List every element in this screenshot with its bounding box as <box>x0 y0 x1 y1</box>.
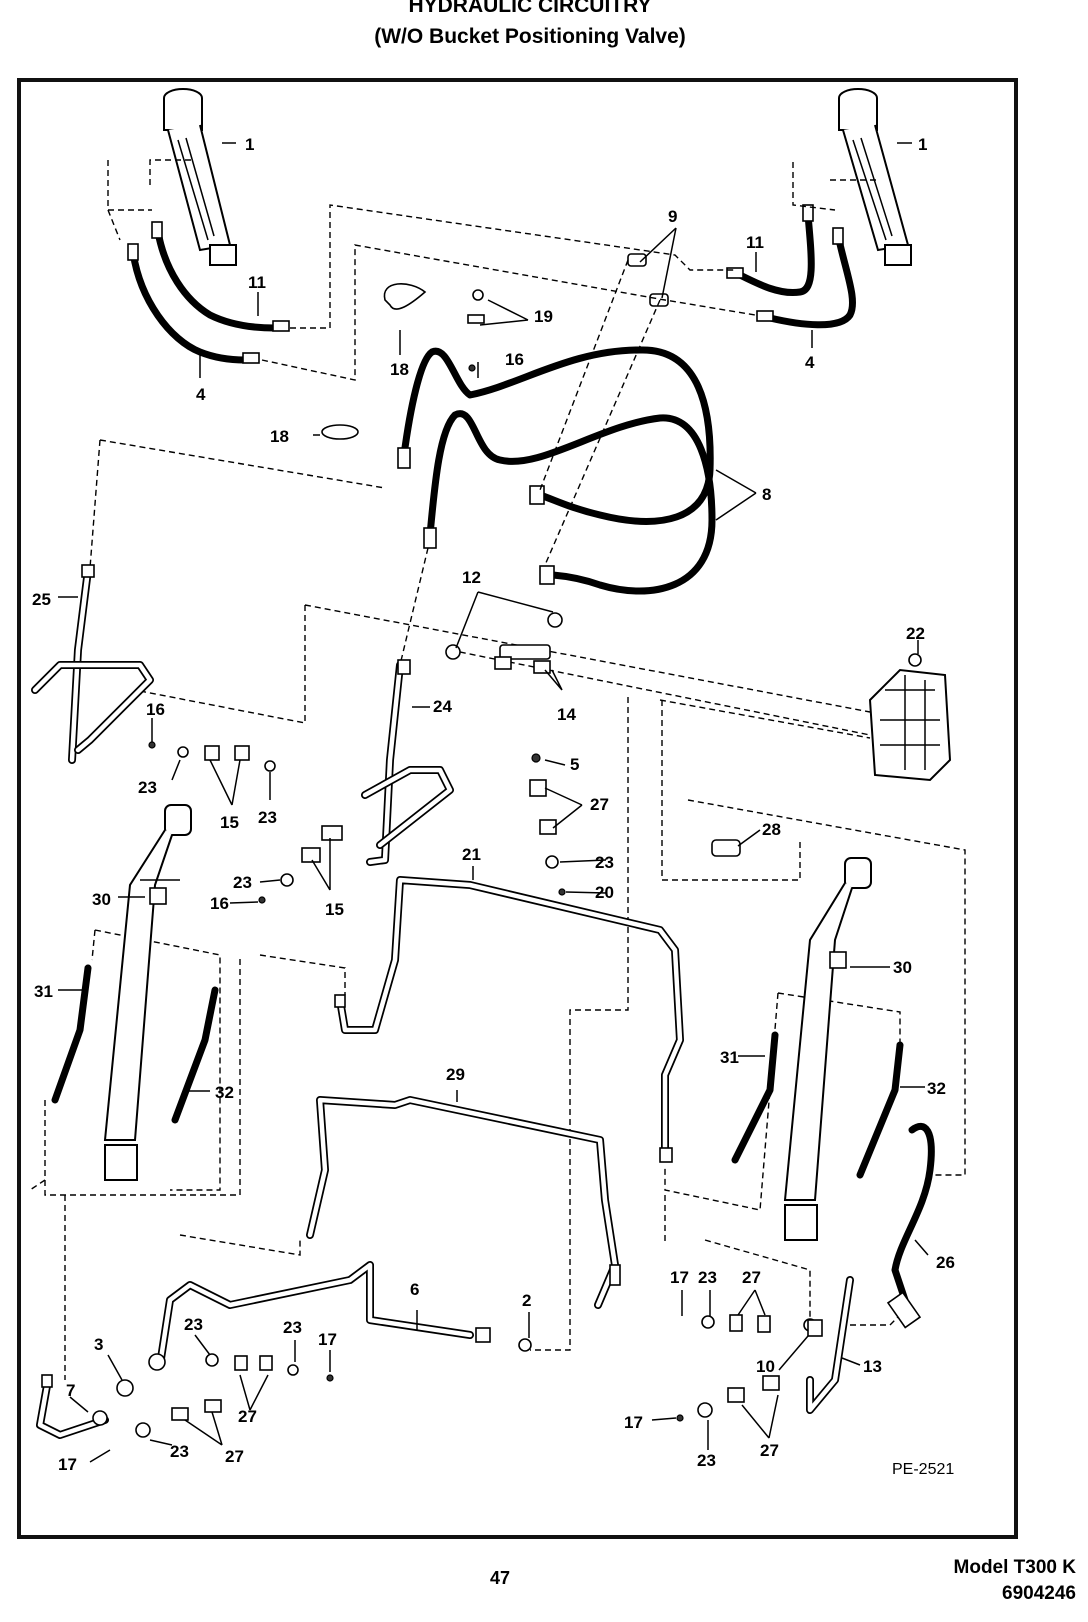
callout-30-right: 30 <box>893 958 912 977</box>
callout-2: 2 <box>522 1291 531 1310</box>
lift-cylinder-right <box>838 88 912 266</box>
callout-8: 8 <box>762 485 771 504</box>
callout-23-h: 23 <box>170 1442 189 1461</box>
callout-23-c: 23 <box>595 853 614 872</box>
callout-27-c: 27 <box>238 1407 257 1426</box>
page-number: 47 <box>490 1568 511 1588</box>
callout-11-right: 11 <box>746 233 764 252</box>
tube-29 <box>306 1096 619 1309</box>
callout-23-g: 23 <box>283 1318 302 1337</box>
callout-16-top: 16 <box>505 350 524 369</box>
callout-7: 7 <box>66 1381 75 1400</box>
callout-15-b: 15 <box>325 900 344 919</box>
callout-22: 22 <box>906 624 925 643</box>
callout-24: 24 <box>433 697 452 716</box>
callout-10: 10 <box>756 1357 775 1376</box>
small-fittings <box>41 564 922 1438</box>
control-valve <box>868 653 952 782</box>
callout-6: 6 <box>410 1280 419 1299</box>
callout-9: 9 <box>668 207 677 226</box>
callout-25: 25 <box>32 590 51 609</box>
callout-27-d: 27 <box>760 1441 779 1460</box>
callout-11-left: 11 <box>248 273 266 292</box>
callout-18-left: 18 <box>270 427 289 446</box>
callout-30-left: 30 <box>92 890 111 909</box>
hoses-top-right <box>726 204 856 329</box>
tube-6-7 <box>36 1261 474 1439</box>
tilt-cylinder-left <box>103 804 192 1181</box>
callout-28: 28 <box>762 820 781 839</box>
hoses-top-left <box>127 221 290 364</box>
callout-29: 29 <box>446 1065 465 1084</box>
callout-17-b: 17 <box>318 1330 337 1349</box>
callout-12: 12 <box>462 568 481 587</box>
callout-32-right: 32 <box>927 1079 946 1098</box>
callout-32-left: 32 <box>215 1083 234 1102</box>
figure-reference: PE-2521 <box>892 1461 954 1478</box>
model-info: Model T300 K 6904246 <box>954 1555 1076 1607</box>
tube-13 <box>806 1276 854 1414</box>
callout-14: 14 <box>557 705 576 724</box>
callout-23-d: 23 <box>233 873 252 892</box>
tube-21 <box>336 876 684 1154</box>
diagram-frame <box>17 78 1018 1539</box>
callout-16-mid: 16 <box>146 700 165 719</box>
callout-4-left: 4 <box>196 385 206 404</box>
model-serial: 6904246 <box>1002 1583 1076 1604</box>
callout-27-b: 27 <box>742 1268 761 1287</box>
callout-1-right: 1 <box>918 135 927 154</box>
callout-15-a: 15 <box>220 813 239 832</box>
callout-17-d: 17 <box>58 1455 77 1474</box>
callout-31-right: 31 <box>720 1048 739 1067</box>
callout-23-e: 23 <box>698 1268 717 1287</box>
callout-23-i: 23 <box>697 1451 716 1470</box>
callout-5: 5 <box>570 755 579 774</box>
callout-3: 3 <box>94 1335 103 1354</box>
fittings-top <box>321 253 669 440</box>
callout-19: 19 <box>534 307 553 326</box>
callout-4-right: 4 <box>805 353 815 372</box>
callout-18-top: 18 <box>390 360 409 379</box>
callout-labels: 1 1 9 11 11 19 4 16 18 4 18 8 12 25 22 2… <box>32 135 955 1478</box>
callout-17-c: 17 <box>624 1413 643 1432</box>
tube-25 <box>31 566 154 764</box>
callout-31-left: 31 <box>34 982 53 1001</box>
callout-21: 21 <box>462 845 481 864</box>
callout-17-a: 17 <box>670 1268 689 1287</box>
callout-23-f: 23 <box>184 1315 203 1334</box>
callout-23-b: 23 <box>258 808 277 827</box>
tube-24 <box>361 661 454 866</box>
lift-cylinder-left <box>163 88 237 266</box>
callout-16-b: 16 <box>210 894 229 913</box>
callout-1-left: 1 <box>245 135 254 154</box>
hoses-31-32 <box>51 964 935 1304</box>
callout-27-a: 27 <box>590 795 609 814</box>
callout-23-a: 23 <box>138 778 157 797</box>
model-name: Model T300 K <box>953 1557 1076 1578</box>
hose-loops <box>397 346 716 595</box>
leader-lines <box>58 142 929 1463</box>
callout-26: 26 <box>936 1253 955 1272</box>
callout-27-e: 27 <box>225 1447 244 1466</box>
tilt-cylinder-right <box>783 857 872 1241</box>
page-title: HYDRAULIC CIRCUITRY <box>408 0 652 17</box>
dashed-connection-lines <box>29 159 966 1380</box>
callout-20: 20 <box>595 883 614 902</box>
page-subtitle: (W/O Bucket Positioning Valve) <box>374 25 686 48</box>
callout-13: 13 <box>863 1357 882 1376</box>
